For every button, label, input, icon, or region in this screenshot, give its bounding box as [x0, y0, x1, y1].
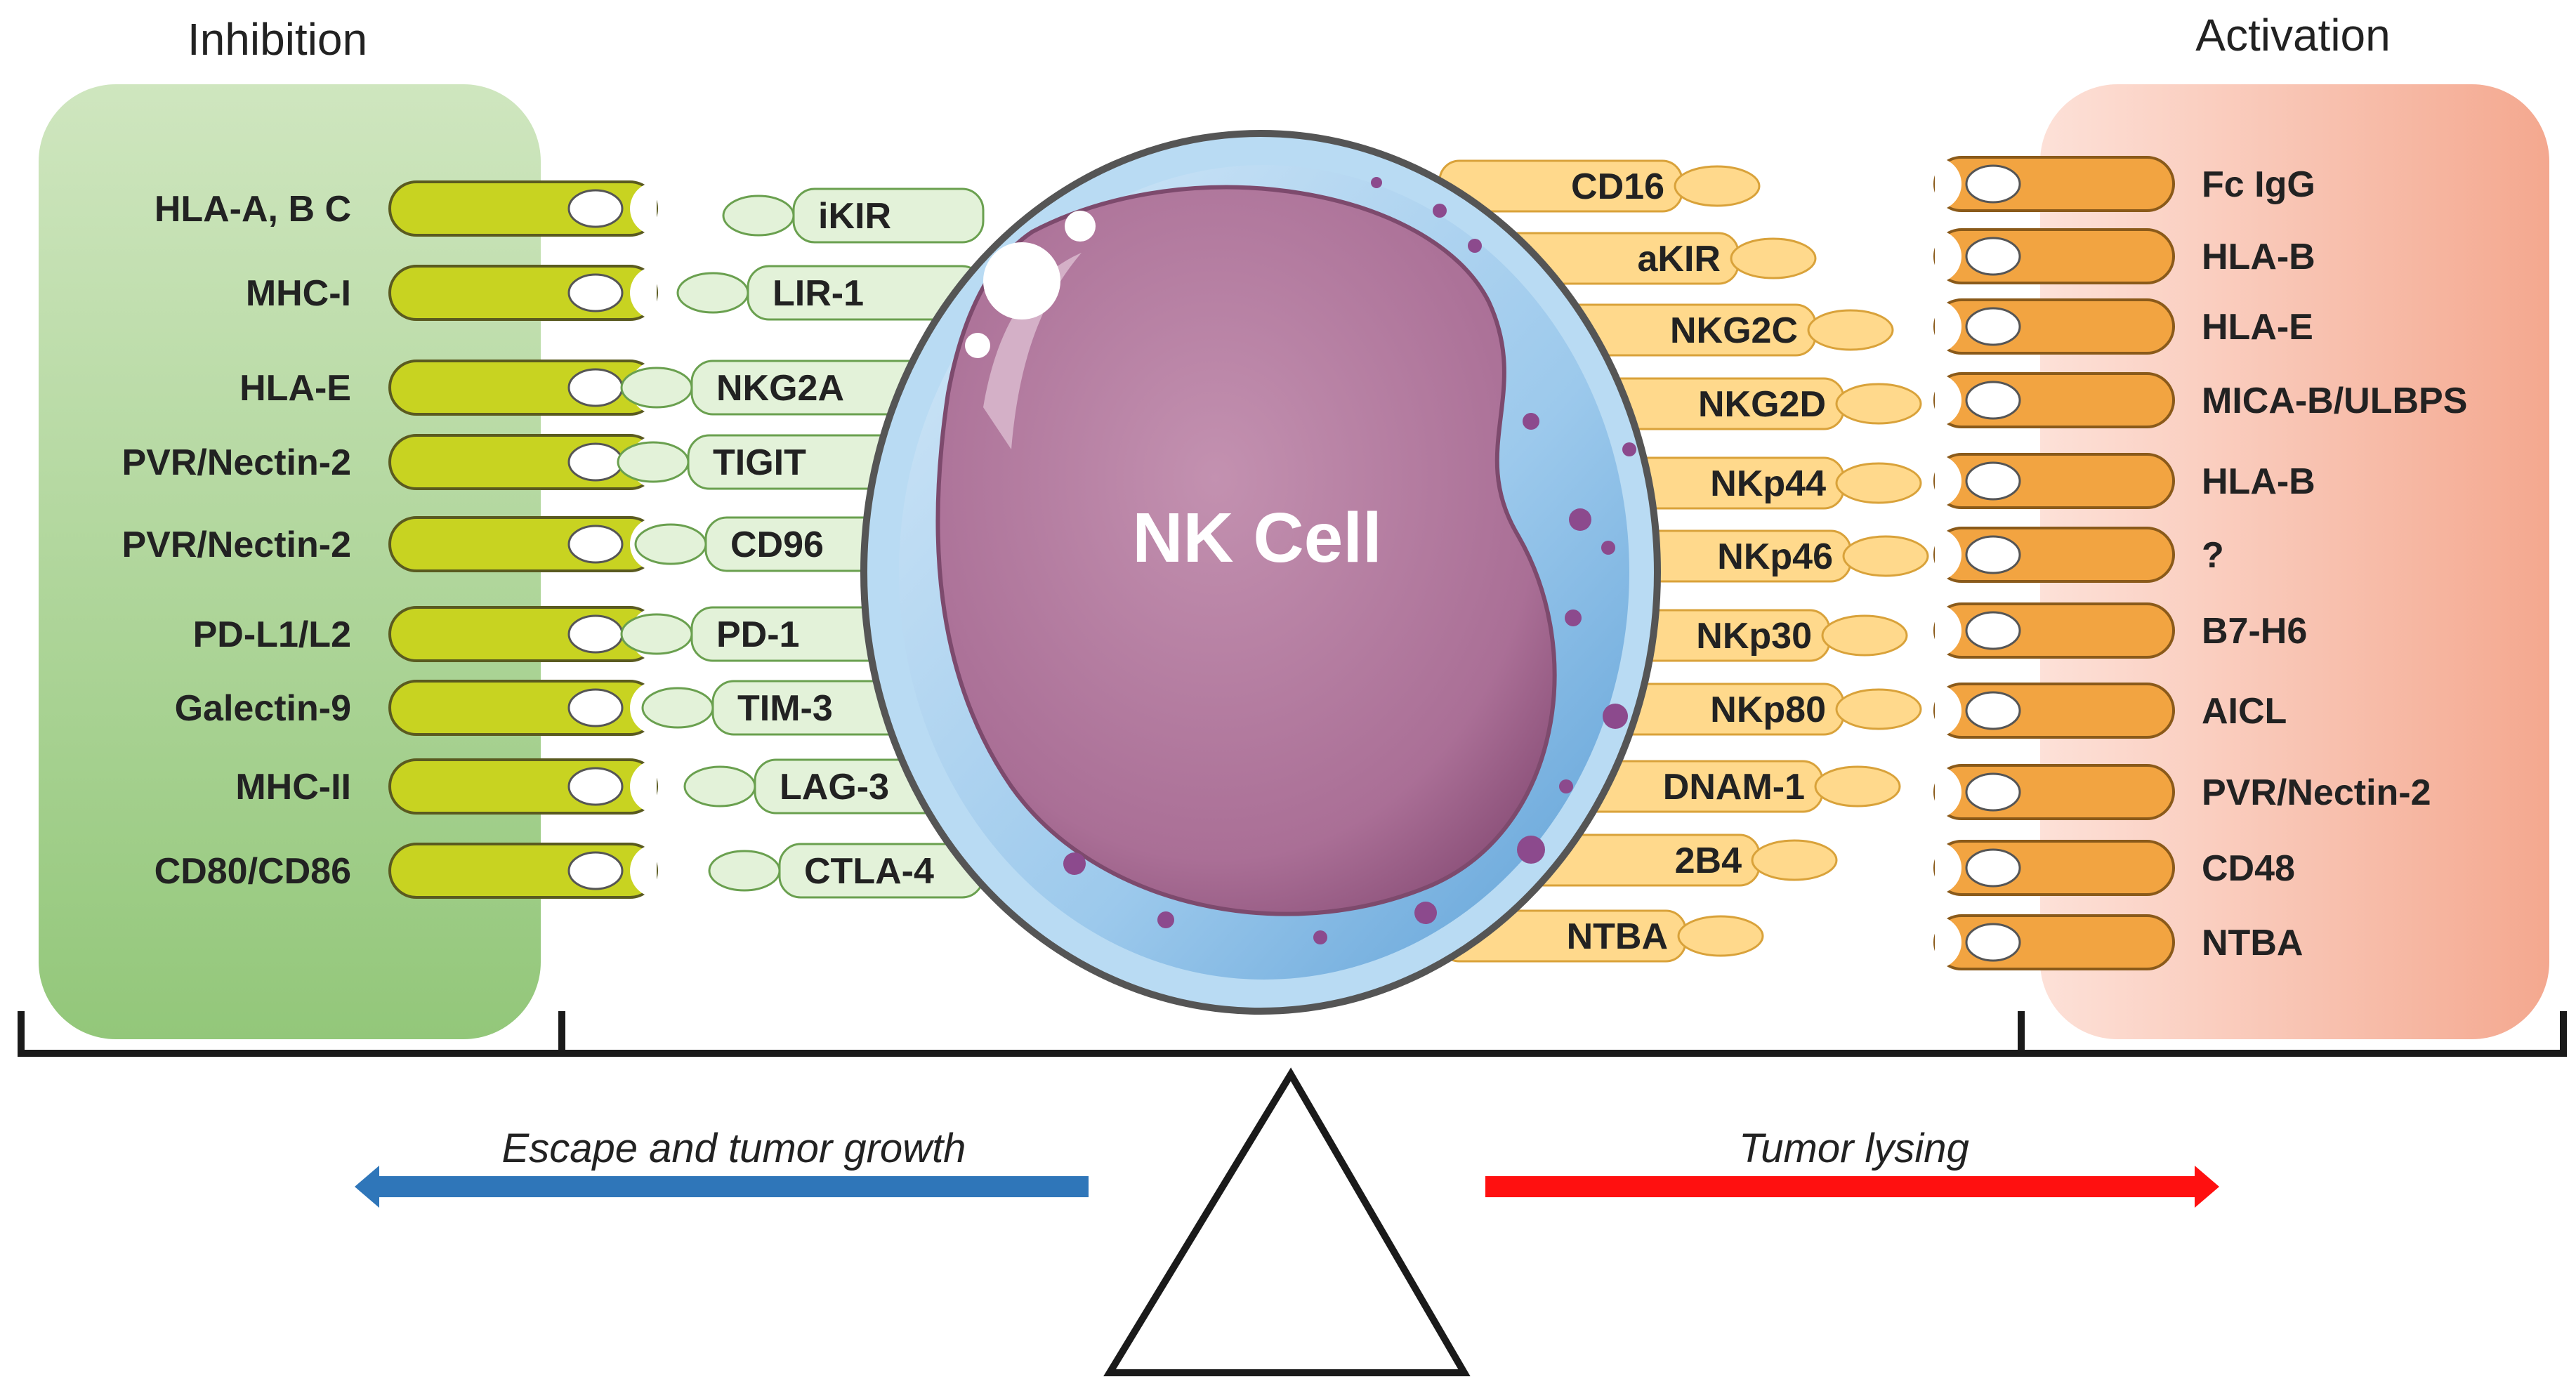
inhibition-ligand-label: PVR/Nectin-2 [121, 525, 351, 565]
activation-ligand-label: HLA-B [2202, 461, 2315, 502]
nk-cell: NK Cell [860, 130, 1661, 1015]
activation-receptor-label: NKG2D [1698, 384, 1826, 425]
activation-receptor-label: NTBA [1567, 916, 1668, 957]
inhibition-receptor: iKIR [722, 187, 985, 244]
right-caption: Tumor lysing [1739, 1126, 1969, 1171]
activation-ligand-label: B7-H6 [2202, 611, 2307, 652]
activation-ligand-label: AICL [2202, 691, 2287, 732]
inhibition-ligand-label: Galectin-9 [175, 688, 351, 729]
activation-ligand: HLA-B [1933, 453, 2315, 509]
granules [1063, 177, 1636, 944]
inhibition-ligand: Galectin-9 [175, 680, 658, 736]
balance-beam [18, 1011, 2567, 1057]
activation-ligand-label: CD48 [2202, 848, 2295, 889]
activation-ligand: CD48 [1933, 840, 2295, 896]
activation-ligand: AICL [1933, 683, 2287, 739]
activation-ligand-label: Fc IgG [2202, 164, 2315, 205]
inhibition-ligand-label: HLA-A, B C [155, 189, 351, 230]
inhibition-receptor: TIM-3 [641, 680, 985, 736]
activation-ligand: B7-H6 [1933, 602, 2307, 659]
activation-title: Activation [2195, 10, 2390, 60]
inhibition-receptor-label: LAG-3 [780, 767, 889, 808]
inhibition-receptor-label: TIGIT [713, 442, 806, 483]
inhibition-title: Inhibition [188, 14, 367, 65]
inhibition-ligand: HLA-A, B C [155, 180, 658, 237]
balance-fulcrum [1103, 1067, 1471, 1376]
balance-scale [18, 1011, 2567, 1376]
inhibition-ligand: MHC-II [235, 758, 658, 815]
inhibition-ligand: PD-L1/L2 [193, 606, 658, 662]
activation-ligand-label: HLA-E [2202, 307, 2313, 348]
inhibition-ligand-label: PD-L1/L2 [193, 614, 351, 655]
inhibition-receptor-label: CTLA-4 [804, 851, 934, 892]
activation-receptor-label: NKp46 [1717, 536, 1833, 577]
inhibition-ligand: MHC-I [246, 265, 658, 321]
inhibition-receptor: LIR-1 [676, 265, 985, 321]
inhibition-ligand-label: PVR/Nectin-2 [121, 442, 351, 483]
activation-receptor-label: 2B4 [1675, 841, 1742, 881]
activation-ligand: MICA-B/ULBPS [1933, 372, 2467, 428]
activation-receptor-label: CD16 [1571, 166, 1664, 207]
activation-ligand-label: MICA-B/ULBPS [2202, 381, 2467, 421]
activation-ligand: Fc IgG [1933, 156, 2315, 212]
activation-receptor-label: aKIR [1638, 239, 1721, 279]
inhibition-ligand-label: MHC-II [235, 767, 351, 808]
inhibition-receptor-label: TIM-3 [737, 688, 833, 729]
activation-receptor-label: NKp30 [1696, 616, 1812, 657]
activation-receptor-label: NKp44 [1710, 463, 1826, 504]
activation-receptor: CD16 [1438, 159, 1761, 213]
inhibition-receptor: CTLA-4 [708, 843, 985, 899]
activation-ligand: NTBA [1933, 914, 2303, 970]
inhibition-receptor-label: NKG2A [716, 368, 844, 409]
activation-ligand-label: PVR/Nectin-2 [2202, 772, 2431, 813]
left-arrow [355, 1166, 1089, 1208]
vesicle [965, 333, 990, 358]
activation-ligand-label: HLA-B [2202, 237, 2315, 277]
inhibition-ligand-label: HLA-E [239, 368, 351, 409]
right-arrow [1485, 1166, 2219, 1208]
inhibition-receptor-label: CD96 [730, 525, 824, 565]
activation-receptor-label: DNAM-1 [1663, 767, 1805, 808]
inhibition-ligand: HLA-E [239, 360, 658, 416]
activation-ligand: PVR/Nectin-2 [1933, 764, 2431, 820]
activation-receptor-label: NKp80 [1710, 690, 1826, 730]
nucleus [935, 185, 1557, 916]
activation-receptor-label: NKG2C [1670, 310, 1798, 351]
activation-ligand: ? [1933, 527, 2224, 583]
inhibition-ligand-label: MHC-I [246, 273, 351, 314]
inhibition-ligand-label: CD80/CD86 [155, 851, 351, 892]
activation-ligand: HLA-B [1933, 228, 2315, 284]
inhibition-receptor-label: iKIR [818, 196, 891, 237]
nucleus-highlight [983, 253, 1082, 449]
activation-ligand-label: NTBA [2202, 923, 2303, 963]
inhibition-ligand: CD80/CD86 [155, 843, 658, 899]
activation-ligand-label: ? [2202, 535, 2224, 576]
activation-ligand-list: Fc IgG HLA-B HLA-E MICA-B/ULBPS HLA-B? B7-H6A… [1933, 156, 2467, 970]
inhibition-receptor-label: PD-1 [716, 614, 799, 655]
vesicle [1065, 211, 1096, 242]
left-caption: Escape and tumor growth [502, 1126, 966, 1171]
vesicle [983, 242, 1060, 319]
cell-label: NK Cell [1132, 499, 1382, 577]
inhibition-receptor-label: LIR-1 [773, 273, 864, 314]
activation-ligand: HLA-E [1933, 298, 2313, 355]
